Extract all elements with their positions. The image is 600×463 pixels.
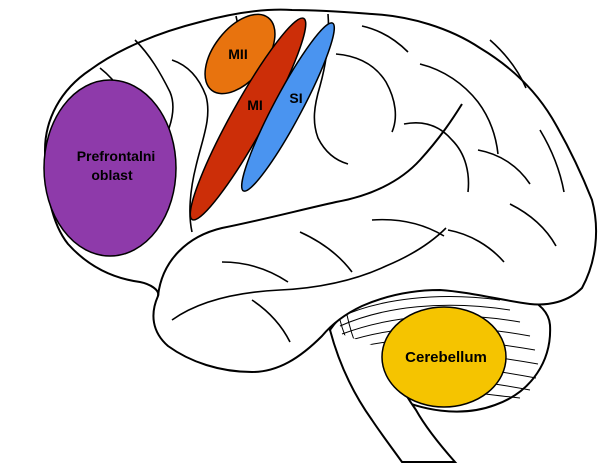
- temporal-lobe-boundary: [157, 103, 463, 297]
- cerebrum-outline: [43, 8, 598, 374]
- cerebellum-label: Cerebellum: [405, 349, 487, 366]
- temporal-fold: [171, 227, 447, 321]
- si-label: SI: [289, 90, 302, 106]
- cerebellum-region: [381, 306, 507, 408]
- prefrontal-label-line1: Prefrontalni: [77, 148, 156, 164]
- prefrontal-label-line2: oblast: [91, 167, 133, 183]
- mii-label: MII: [228, 46, 247, 62]
- prefrontal-region: [43, 79, 177, 257]
- mi-label: MI: [247, 97, 263, 113]
- si-region: [240, 22, 336, 192]
